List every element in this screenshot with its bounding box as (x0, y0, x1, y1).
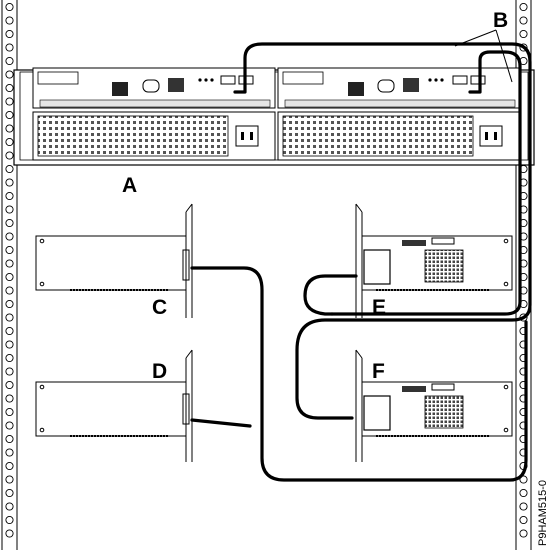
power-supply-left (32, 111, 276, 161)
rack-hole (519, 29, 528, 39)
rack-hole (519, 488, 528, 498)
cables (190, 42, 532, 482)
adapter-e (355, 203, 513, 318)
rack-hole (5, 70, 14, 79)
rack-hole (5, 502, 14, 511)
callout-b: B (493, 9, 508, 32)
rack-hole (5, 232, 14, 241)
rack-hole (5, 515, 14, 525)
callout-e: E (372, 296, 386, 319)
rack-hole (5, 313, 14, 322)
rack-hole (5, 191, 14, 201)
rack-hole (5, 407, 14, 417)
rack-hole (5, 394, 14, 403)
rack-hole (5, 434, 14, 444)
rack-hole (5, 137, 14, 147)
rack-hole (5, 326, 14, 336)
rack-hole (5, 421, 14, 430)
cable-e-loop (303, 274, 358, 316)
figure-id: P9HAM515-0 (537, 480, 549, 546)
rack-rail-left (1, 0, 18, 550)
sas-cable-b-outer (233, 42, 532, 420)
cable-c-to-e (190, 266, 528, 482)
rack-hole (5, 448, 14, 457)
rack-hole (519, 2, 528, 12)
controller-module-right (277, 67, 521, 109)
rack-hole (519, 515, 528, 525)
controller-module-left (32, 67, 276, 109)
rack-hole (5, 286, 14, 295)
rack-hole (5, 488, 14, 498)
rack-hole (5, 272, 14, 282)
rack-hole (5, 16, 14, 25)
rack-hole (5, 151, 14, 160)
rack-hole (5, 475, 14, 484)
rack-hole (5, 205, 14, 214)
rack-hole (5, 43, 14, 52)
rack-hole (5, 110, 14, 120)
rack-hole (5, 83, 14, 93)
rack-hole (5, 245, 14, 255)
rack-holes-left (5, 2, 14, 538)
rack-hole (5, 2, 14, 12)
storage-enclosure (13, 67, 535, 166)
rack-hole (5, 178, 14, 187)
rack-hole (5, 29, 14, 39)
rack-hole (5, 259, 14, 268)
cable-d-to-f (190, 418, 252, 428)
rack-hole (519, 529, 528, 538)
rack-hole (519, 16, 528, 25)
rack-hole (5, 299, 14, 309)
rack-hole (5, 353, 14, 363)
rack-hole (5, 97, 14, 106)
rack-hole (5, 367, 14, 376)
rack-hole (5, 529, 14, 538)
callout-d: D (152, 360, 167, 383)
callout-a: A (122, 174, 137, 197)
rack-hole (5, 461, 14, 471)
rack-hole (5, 218, 14, 228)
sas-cable-b-inner (330, 50, 522, 316)
rack-hole (519, 502, 528, 511)
adapter-d (35, 349, 193, 462)
adapter-f (355, 349, 513, 462)
rack-hole (5, 124, 14, 133)
callout-c: C (152, 296, 167, 319)
adapter-c (35, 203, 193, 318)
callout-b-leaders (454, 29, 513, 83)
rack-hole (5, 164, 14, 174)
rack-hole (5, 340, 14, 349)
power-supply-right (277, 111, 521, 161)
rack-hole (5, 56, 14, 66)
callout-f: F (372, 360, 385, 383)
rack-hole (5, 380, 14, 390)
